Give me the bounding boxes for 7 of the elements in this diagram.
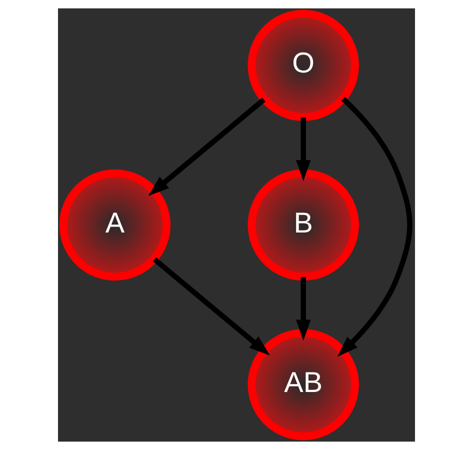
arrow bbox=[336, 96, 412, 357]
arrow bbox=[296, 276, 310, 341]
node-circle: O bbox=[247, 10, 358, 121]
arrow bbox=[296, 117, 310, 182]
node-circle: B bbox=[247, 169, 358, 281]
arrow bbox=[148, 98, 266, 196]
arrow bbox=[152, 257, 270, 356]
